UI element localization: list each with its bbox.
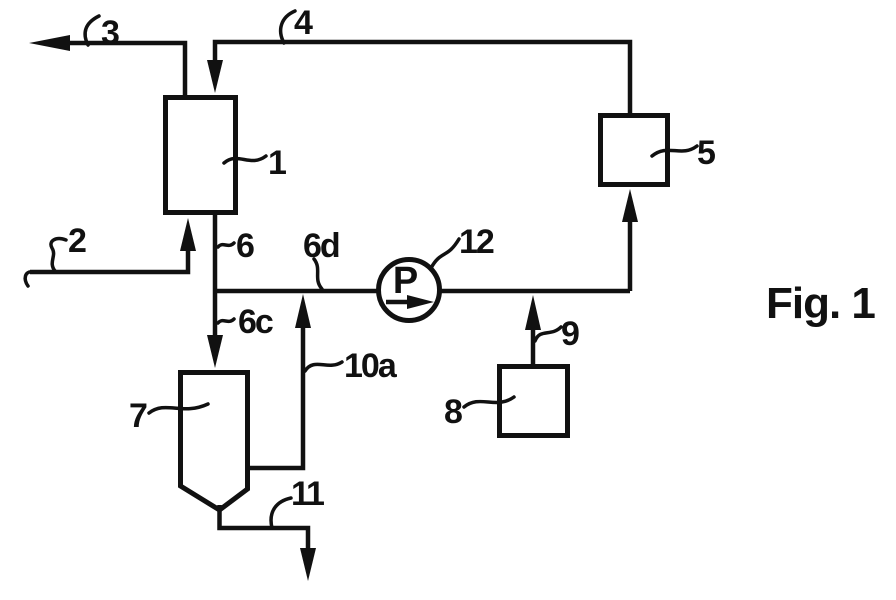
arrowhead-4-into-box1 (207, 60, 223, 93)
arrowhead-11-down (300, 548, 316, 581)
figure-caption: Fig. 1 (766, 279, 875, 328)
box-5 (598, 113, 670, 187)
line-11 (217, 505, 311, 551)
vessel-7 (178, 370, 250, 514)
arrowhead-into-box5 (622, 189, 638, 222)
label-6d: 6d (303, 227, 339, 265)
label-6: 6 (236, 227, 254, 265)
label-10a: 10a (344, 347, 398, 385)
arrowhead-10a-up (295, 294, 311, 328)
line-2-tail-hook (23, 270, 34, 288)
label-5: 5 (697, 134, 715, 172)
label-2: 2 (68, 222, 86, 260)
label-4: 4 (294, 4, 313, 42)
leader-10a (303, 360, 344, 373)
line-3 (66, 40, 188, 98)
leader-2 (49, 236, 68, 273)
label-1: 1 (268, 144, 286, 182)
leader-5 (650, 144, 699, 158)
leader-11 (269, 496, 293, 530)
leader-4 (278, 9, 297, 45)
pump-symbol: P (393, 260, 418, 302)
tick-6 (216, 241, 236, 249)
label-7: 7 (129, 397, 147, 435)
arrowhead-9-up (525, 295, 541, 330)
line-10a (248, 327, 306, 471)
leader-3 (83, 14, 101, 47)
pump-circle (376, 257, 442, 323)
leader-7 (147, 402, 210, 415)
leader-1 (222, 154, 268, 165)
line-4 (212, 39, 633, 116)
pump-arrowhead (407, 295, 434, 309)
arrowhead-3-left (29, 35, 70, 51)
leader-9 (533, 325, 563, 343)
label-8: 8 (444, 393, 462, 431)
leader-8 (462, 395, 516, 409)
label-9: 9 (561, 315, 579, 353)
label-11: 11 (291, 475, 324, 513)
label-12: 12 (459, 223, 494, 261)
arrowhead-2-into-box1 (180, 218, 196, 251)
box-1 (163, 95, 238, 215)
tick-6c (216, 317, 236, 325)
label-3: 3 (101, 14, 119, 52)
line-2 (30, 250, 191, 275)
leader-6d (312, 257, 324, 291)
leader-12 (429, 237, 461, 270)
arrowhead-6c-into-vessel7 (207, 335, 223, 368)
label-6c: 6c (238, 303, 273, 341)
